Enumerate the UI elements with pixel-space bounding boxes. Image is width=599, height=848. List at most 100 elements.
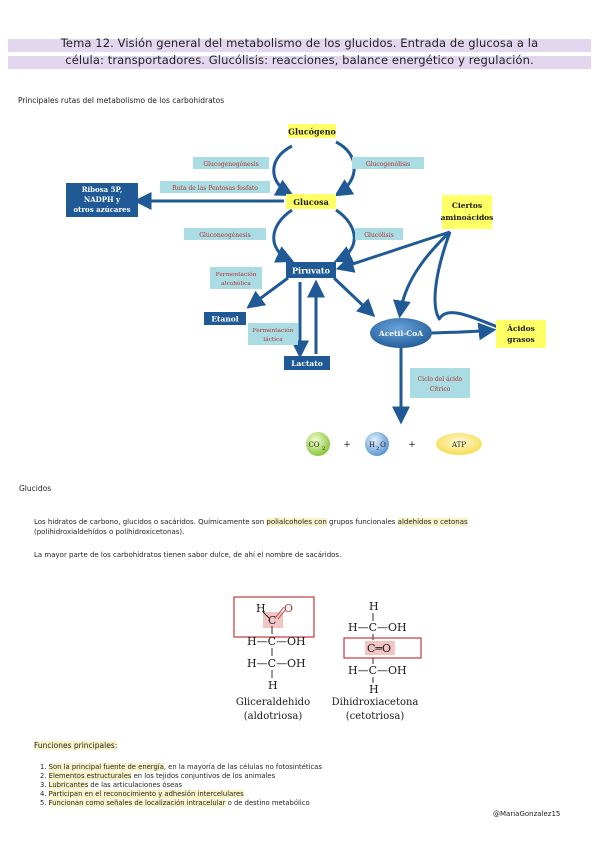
paragraph-sweet: La mayor parte de los carbohidratos tien… <box>34 551 342 559</box>
glucosa-label: Glucosa <box>293 197 329 207</box>
piruvato-label: Piruvato <box>292 266 331 276</box>
arrow-aminoacidos-down <box>433 231 452 321</box>
title-line-1: Tema 12. Visión general del metabolismo … <box>60 36 539 50</box>
funciones-heading-text: Funciones principales: <box>34 741 118 750</box>
pentosas-label: Ruta de las Pentosas fosfato <box>172 185 258 192</box>
aminoacidos-label-1: Ciertos <box>452 201 482 210</box>
gli-h-bottom: H <box>268 679 278 692</box>
dhak-h-top: H <box>369 600 379 613</box>
pentosas-box <box>160 181 270 193</box>
glucogenolisis-label: Glucogenólisis <box>366 161 410 168</box>
para1-text-3: (polihidroxialdehídos o polihidroxiceton… <box>34 528 185 536</box>
acetil-coa-node <box>370 318 432 348</box>
gli-c3: H—C—OH <box>247 657 306 670</box>
ribosa-box <box>66 183 138 217</box>
dhak-h-bottom: H <box>369 683 379 696</box>
ciclo-label-1: Ciclo del ácido <box>418 376 463 383</box>
glucogenogenesis-label: Glucogenogénesis <box>203 161 258 168</box>
glucolisis-box <box>355 228 403 240</box>
ferm-alcoholica-label-2: alcohólica <box>221 280 251 287</box>
lactato-box <box>284 356 330 370</box>
list-item: 3. Lubricantes de las articulaciones óse… <box>40 781 182 789</box>
glucogenolisis-box <box>352 157 424 169</box>
ketone-highlight-box <box>343 637 422 659</box>
arrow-gluconeogenesis <box>272 208 295 263</box>
dhak-c1: H—C—OH <box>348 621 407 634</box>
etanol-box <box>204 312 246 325</box>
gluconeogenesis-label: Gluconeogénesis <box>199 232 250 239</box>
arrow-glucogenolisis <box>334 140 356 197</box>
ribosa-label-2: NADPH y <box>84 195 121 204</box>
atp-molecule <box>436 433 482 455</box>
gli-h-top: H <box>256 602 266 615</box>
title-band: Tema 12. Visión general del metabolismo … <box>8 35 591 69</box>
ciclo-box <box>410 368 470 398</box>
paragraph-definition: Los hidratos de carbono, glucidos o sacá… <box>34 517 564 537</box>
aminoacidos-box <box>442 195 492 229</box>
dhak-c3: H—C—OH <box>348 664 407 677</box>
glucogeno-label: Glucógeno <box>288 127 336 137</box>
gli-c1: C <box>268 614 276 627</box>
lactato-label: Lactato <box>291 359 323 368</box>
h2o-molecule <box>365 432 389 456</box>
metabolism-diagram: Glucógeno Glucosa Ciertos aminoácidos Ác… <box>66 124 546 456</box>
para1-text-1: Los hidratos de carbono, glucidos o sacá… <box>34 518 267 526</box>
dhak-c2: C═O <box>367 642 391 655</box>
etanol-label: Etanol <box>211 315 238 324</box>
ribosa-label-3: otros azúcares <box>73 205 130 214</box>
funciones-heading: Funciones principales: <box>34 741 118 750</box>
funciones-list: 1. Son la principal fuente de energía, e… <box>40 763 322 808</box>
h2o-h: H <box>369 441 375 449</box>
glucosa-box <box>286 194 336 209</box>
plus-2: + <box>408 440 416 450</box>
ferm-alcoholica-box <box>210 267 262 289</box>
atp-label: ATP <box>451 441 466 449</box>
cetotriosa-name: (cetotriosa) <box>346 711 405 722</box>
list-item: 2. Elementos estructurales en los tejido… <box>40 772 276 780</box>
para1-text-2: grupos funcionales <box>326 518 398 526</box>
list-item: 4. Participan en el reconocimiento y adh… <box>40 790 244 798</box>
arrow-aminoacidos-acetil <box>393 230 452 319</box>
aldehyde-highlight-box <box>233 596 315 638</box>
co2-sub: 2 <box>322 446 325 452</box>
arrow-aminoacidos-piruvato <box>335 230 451 273</box>
page-title: Tema 12. Visión general del metabolismo … <box>8 35 591 69</box>
ciclo-label-2: Cítrico <box>430 386 451 393</box>
acidos-label-1: Ácidos <box>506 324 535 333</box>
ferm-lactica-label-2: láctica <box>263 336 283 343</box>
arrow-acetil <box>332 276 376 318</box>
title-highlight-2 <box>8 56 591 69</box>
gliceraldehido-name: Gliceraldehido <box>236 697 310 708</box>
acidos-label-2: grasos <box>507 335 535 344</box>
arrow-glucogenogenesis <box>272 144 294 197</box>
para1-highlight-2: aldehídos o cetonas <box>397 518 468 526</box>
glucogenogenesis-box <box>193 157 269 169</box>
gluconeogenesis-box <box>184 228 266 240</box>
glucogeno-box <box>288 124 336 138</box>
triose-structures: H C O H—C—OH H—C—OH H Gliceraldehido (al… <box>233 596 422 722</box>
aminoacidos-label-2: aminoácidos <box>441 213 494 222</box>
list-item: 5. Funcionan como señales de localizació… <box>40 799 310 807</box>
ferm-alcoholica-label-1: Fermentación <box>216 271 257 278</box>
routes-heading: Principales rutas del metabolismo de los… <box>18 96 225 105</box>
aldehyde-pink-fill <box>263 612 283 628</box>
ferm-lactica-box <box>248 323 298 345</box>
ketone-pink-fill <box>365 641 395 655</box>
title-line-2: célula: transportadores. Glucólisis: rea… <box>65 53 534 67</box>
arrow-acidos <box>431 322 497 341</box>
aldotriosa-name: (aldotriosa) <box>244 711 303 722</box>
para1-highlight-1: polialcoholes con <box>266 518 327 526</box>
ferm-lactica-label-1: Fermentación <box>253 327 294 334</box>
glucolisis-label: Glucólisis <box>364 232 393 239</box>
co2-molecule <box>306 432 330 456</box>
co2-label: CO <box>308 441 319 449</box>
arrow-etanol <box>246 276 289 309</box>
arrow-glucolisis <box>333 208 356 263</box>
plus-1: + <box>343 440 351 450</box>
acetil-coa-label: Acetil-CoA <box>378 329 423 338</box>
ribosa-label-1: Ribosa 5P, <box>82 185 123 194</box>
gli-c2: H—C—OH <box>247 635 306 648</box>
glucidos-heading: Glucidos <box>19 484 52 493</box>
h2o-sub: 2 <box>376 446 379 452</box>
author-credit: @MariaGonzalez15 <box>493 810 561 818</box>
